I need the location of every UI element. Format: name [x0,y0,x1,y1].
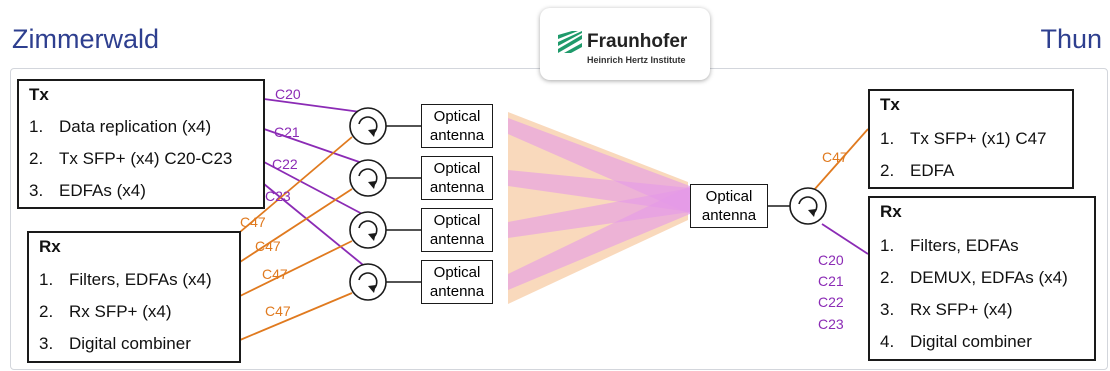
purple-fibers-left [263,98,369,270]
fiber-rx-right [813,128,869,191]
logo-subtitle: Heinrich Hertz Institute [587,55,686,65]
label-c23: C23 [265,188,291,204]
circulator-right [789,187,827,225]
label-c20-right: C20 [818,252,844,268]
right-rx-item-4: 4.Digital combiner [880,332,1032,351]
label-c23-right: C23 [818,316,844,332]
left-rx-box: Rx 1.Filters, EDFAs (x4) 2.Rx SFP+ (x4) … [27,231,241,363]
label-c20: C20 [275,86,301,102]
left-rx-item-2: 2.Rx SFP+ (x4) [39,302,172,321]
right-rx-title: Rx [880,202,902,221]
fiber-c20 [263,98,369,114]
circulator-3 [349,211,387,249]
right-tx-title: Tx [880,95,900,114]
left-tx-item-1: 1.Data replication (x4) [29,117,212,136]
orange-fibers-left [239,136,353,341]
antenna-links-left [385,125,421,283]
label-c22: C22 [272,156,298,172]
right-tx-box: Tx 1.Tx SFP+ (x1) C47 2.EDFA [868,89,1074,189]
beam-pink-3 [508,188,690,238]
site-title-zimmerwald: Zimmerwald [12,24,160,54]
label-c22-right: C22 [818,294,844,310]
label-c47-1: C47 [240,214,266,230]
circulator-4 [349,263,387,301]
right-rx-item-1: 1.Filters, EDFAs [880,236,1019,255]
label-c47-right: C47 [822,149,848,165]
left-tx-title: Tx [29,85,49,104]
left-tx-item-2: 2.Tx SFP+ (x4) C20-C23 [29,149,233,168]
right-rx-item-2: 2.DEMUX, EDFAs (x4) [880,268,1068,287]
fiber-tx-right [821,223,869,255]
circulator-2 [349,159,387,197]
fiber-c22 [263,161,369,218]
fraunhofer-logo: Fraunhofer Heinrich Hertz Institute [540,8,710,80]
fiber-c21 [263,128,369,166]
site-title-thun: Thun [1040,24,1102,54]
left-tx-item-3: 3.EDFAs (x4) [29,181,146,200]
label-c47-2: C47 [255,238,281,254]
circulator-1 [349,107,387,145]
right-tx-item-2: 2.EDFA [880,161,955,180]
fiber-rx-3 [239,240,353,297]
right-rx-item-3: 3.Rx SFP+ (x4) [880,300,1013,319]
fiber-rx-4 [239,292,353,341]
right-rx-box: Rx 1.Filters, EDFAs 2.DEMUX, EDFAs (x4) … [868,196,1096,361]
label-c21-right: C21 [818,273,844,289]
fiber-c23 [263,183,369,270]
label-c47-3: C47 [262,266,288,282]
left-rx-item-1: 1.Filters, EDFAs (x4) [39,270,212,289]
label-c21: C21 [274,124,300,140]
left-tx-box: Tx 1.Data replication (x4) 2.Tx SFP+ (x4… [17,79,265,209]
left-rx-title: Rx [39,237,61,256]
left-rx-item-3: 3.Digital combiner [39,334,191,353]
fiber-rx-2 [239,188,353,263]
right-tx-item-1: 1.Tx SFP+ (x1) C47 [880,129,1047,148]
fiber-rx-1 [239,136,353,233]
logo-name: Fraunhofer [587,31,688,52]
beam-pink-4 [508,186,690,290]
fraunhofer-logo-icon [558,31,582,53]
label-c47-4: C47 [265,303,291,319]
beam-group [508,112,690,304]
